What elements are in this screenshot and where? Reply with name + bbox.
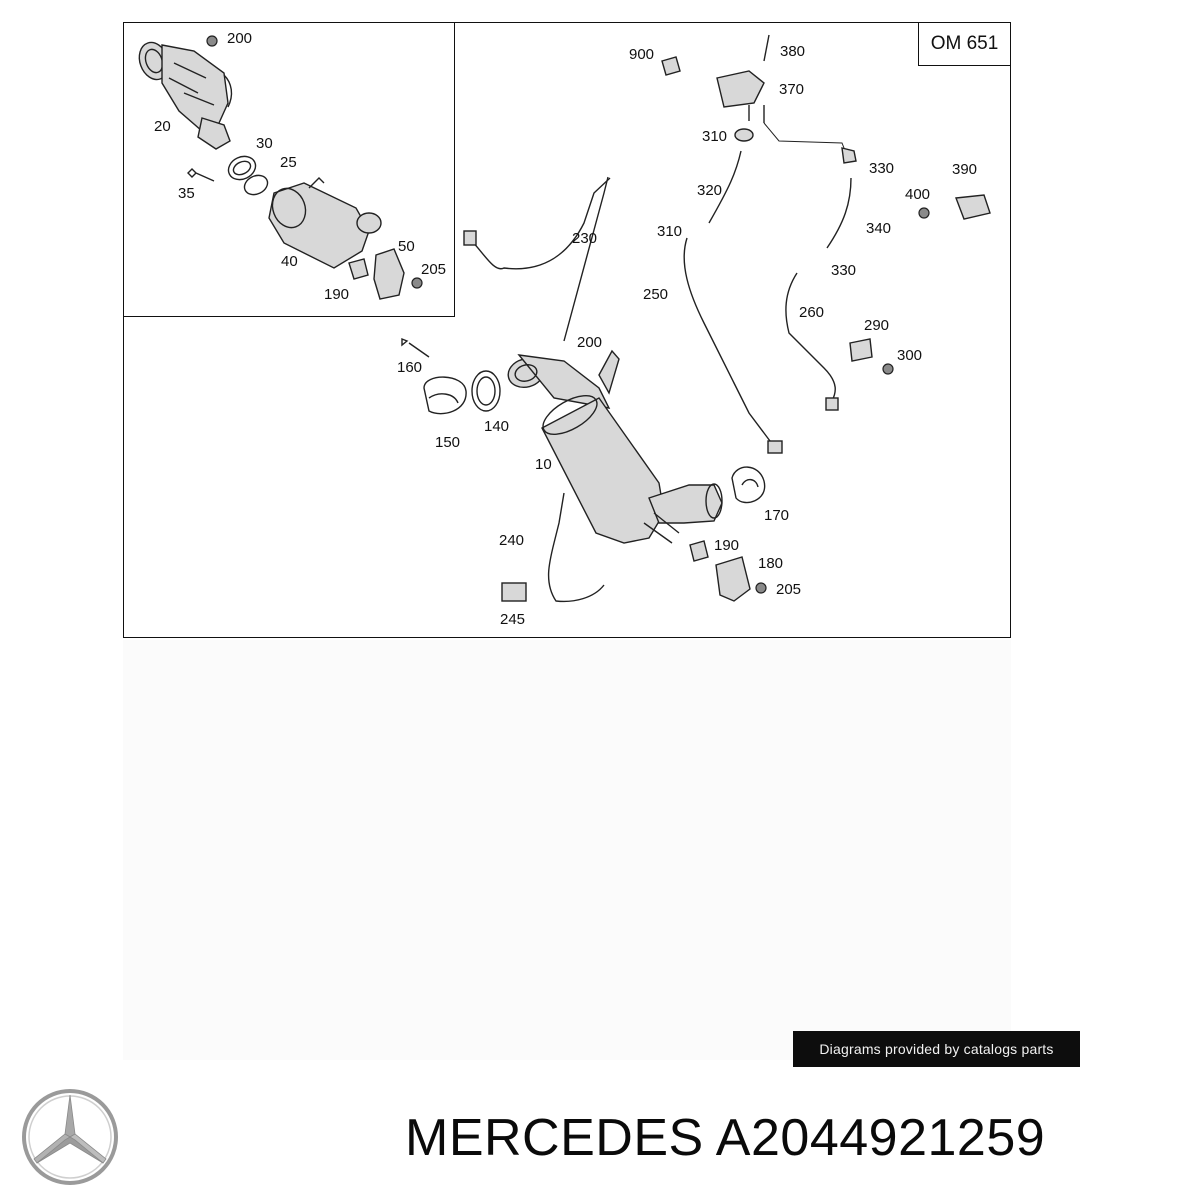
callout-30: 30 xyxy=(256,135,273,152)
pressure-sensor-lines xyxy=(661,34,991,454)
callout-330-mid: 330 xyxy=(831,262,856,279)
callout-160: 160 xyxy=(397,359,422,376)
callout-250: 250 xyxy=(643,286,668,303)
callout-190-main: 190 xyxy=(714,537,739,554)
callout-260: 260 xyxy=(799,304,824,321)
callout-330-top: 330 xyxy=(869,160,894,177)
engine-code-label: OM 651 xyxy=(918,23,1010,66)
credit-banner: Diagrams provided by catalogs parts xyxy=(793,1031,1080,1067)
part-number: A2044921259 xyxy=(715,1109,1046,1167)
callout-380: 380 xyxy=(780,43,805,60)
callout-900: 900 xyxy=(629,46,654,63)
callout-400: 400 xyxy=(905,186,930,203)
parts-drawing: 200 20 30 25 35 40 50 205 190 900 380 37… xyxy=(138,30,991,628)
blank-canvas-area xyxy=(123,640,1011,1060)
inset-panel xyxy=(124,23,455,317)
callout-370: 370 xyxy=(779,81,804,98)
callout-20: 20 xyxy=(154,118,171,135)
callout-140: 140 xyxy=(484,418,509,435)
callout-205-main: 205 xyxy=(776,581,801,598)
inset-catalyst-assembly xyxy=(138,35,423,300)
callout-200-main: 200 xyxy=(577,334,602,351)
main-gaskets xyxy=(401,337,501,415)
parts-diagram-panel: OM 651 xyxy=(123,22,1011,638)
callout-180: 180 xyxy=(758,555,783,572)
callout-310-top: 310 xyxy=(702,128,727,145)
callout-245: 245 xyxy=(500,611,525,628)
rear-clamp-bracket xyxy=(689,466,767,602)
sensors-and-holder xyxy=(463,176,611,603)
brand-name: MERCEDES xyxy=(405,1109,704,1167)
brand-part-number: MERCEDES A2044921259 xyxy=(405,1108,1045,1168)
callout-240: 240 xyxy=(499,532,524,549)
callout-205-inset: 205 xyxy=(421,261,446,278)
callout-290: 290 xyxy=(864,317,889,334)
callout-300: 300 xyxy=(897,347,922,364)
callout-40: 40 xyxy=(281,253,298,270)
main-particulate-filter xyxy=(507,349,723,544)
callout-50: 50 xyxy=(398,238,415,255)
callout-170: 170 xyxy=(764,507,789,524)
callout-10: 10 xyxy=(535,456,552,473)
callout-35: 35 xyxy=(178,185,195,202)
callout-340: 340 xyxy=(866,220,891,237)
callout-310-mid: 310 xyxy=(657,223,682,240)
callout-200-inset: 200 xyxy=(227,30,252,47)
callout-25: 25 xyxy=(280,154,297,171)
callout-320: 320 xyxy=(697,182,722,199)
callout-150: 150 xyxy=(435,434,460,451)
callout-230: 230 xyxy=(572,230,597,247)
mercedes-star-icon xyxy=(22,1089,118,1185)
callout-390: 390 xyxy=(952,161,977,178)
callout-190-inset: 190 xyxy=(324,286,349,303)
callout-labels: 200 20 30 25 35 40 50 205 190 900 380 37… xyxy=(154,30,977,628)
